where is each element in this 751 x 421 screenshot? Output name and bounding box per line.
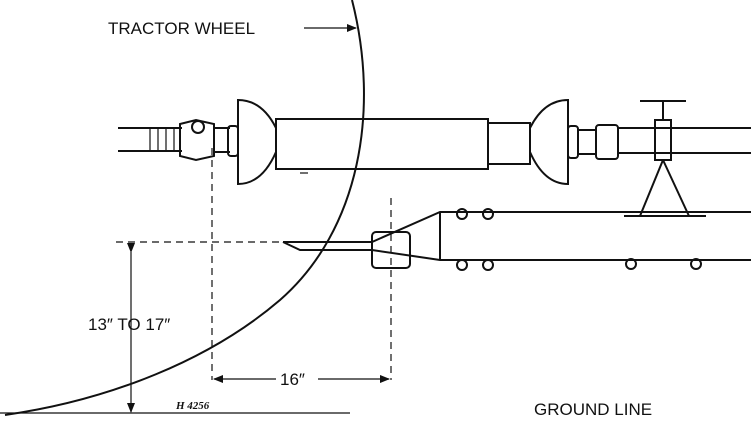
drawbar-bolts	[456, 208, 702, 271]
implement-shaft	[618, 127, 751, 154]
implement-side-yoke	[567, 124, 619, 160]
distance-label: 16″	[280, 370, 305, 389]
tractor-side-yoke	[179, 118, 239, 162]
ground-line-label: GROUND LINE	[534, 400, 652, 419]
figure-code: H 4256	[175, 400, 210, 412]
shaft-support-bracket	[624, 100, 706, 217]
drawbar	[282, 211, 751, 269]
shaft-outer-tube	[275, 118, 489, 170]
height-label: 13″ TO 17″	[88, 315, 170, 334]
tractor-pto-stub	[118, 127, 182, 152]
tractor-wheel-arc	[4, 0, 365, 416]
front-shaft-shield	[237, 98, 277, 186]
rear-shaft-shield	[529, 98, 569, 186]
shaft-inner-tube	[487, 122, 531, 165]
tractor-wheel-label: TRACTOR WHEEL	[108, 19, 255, 38]
